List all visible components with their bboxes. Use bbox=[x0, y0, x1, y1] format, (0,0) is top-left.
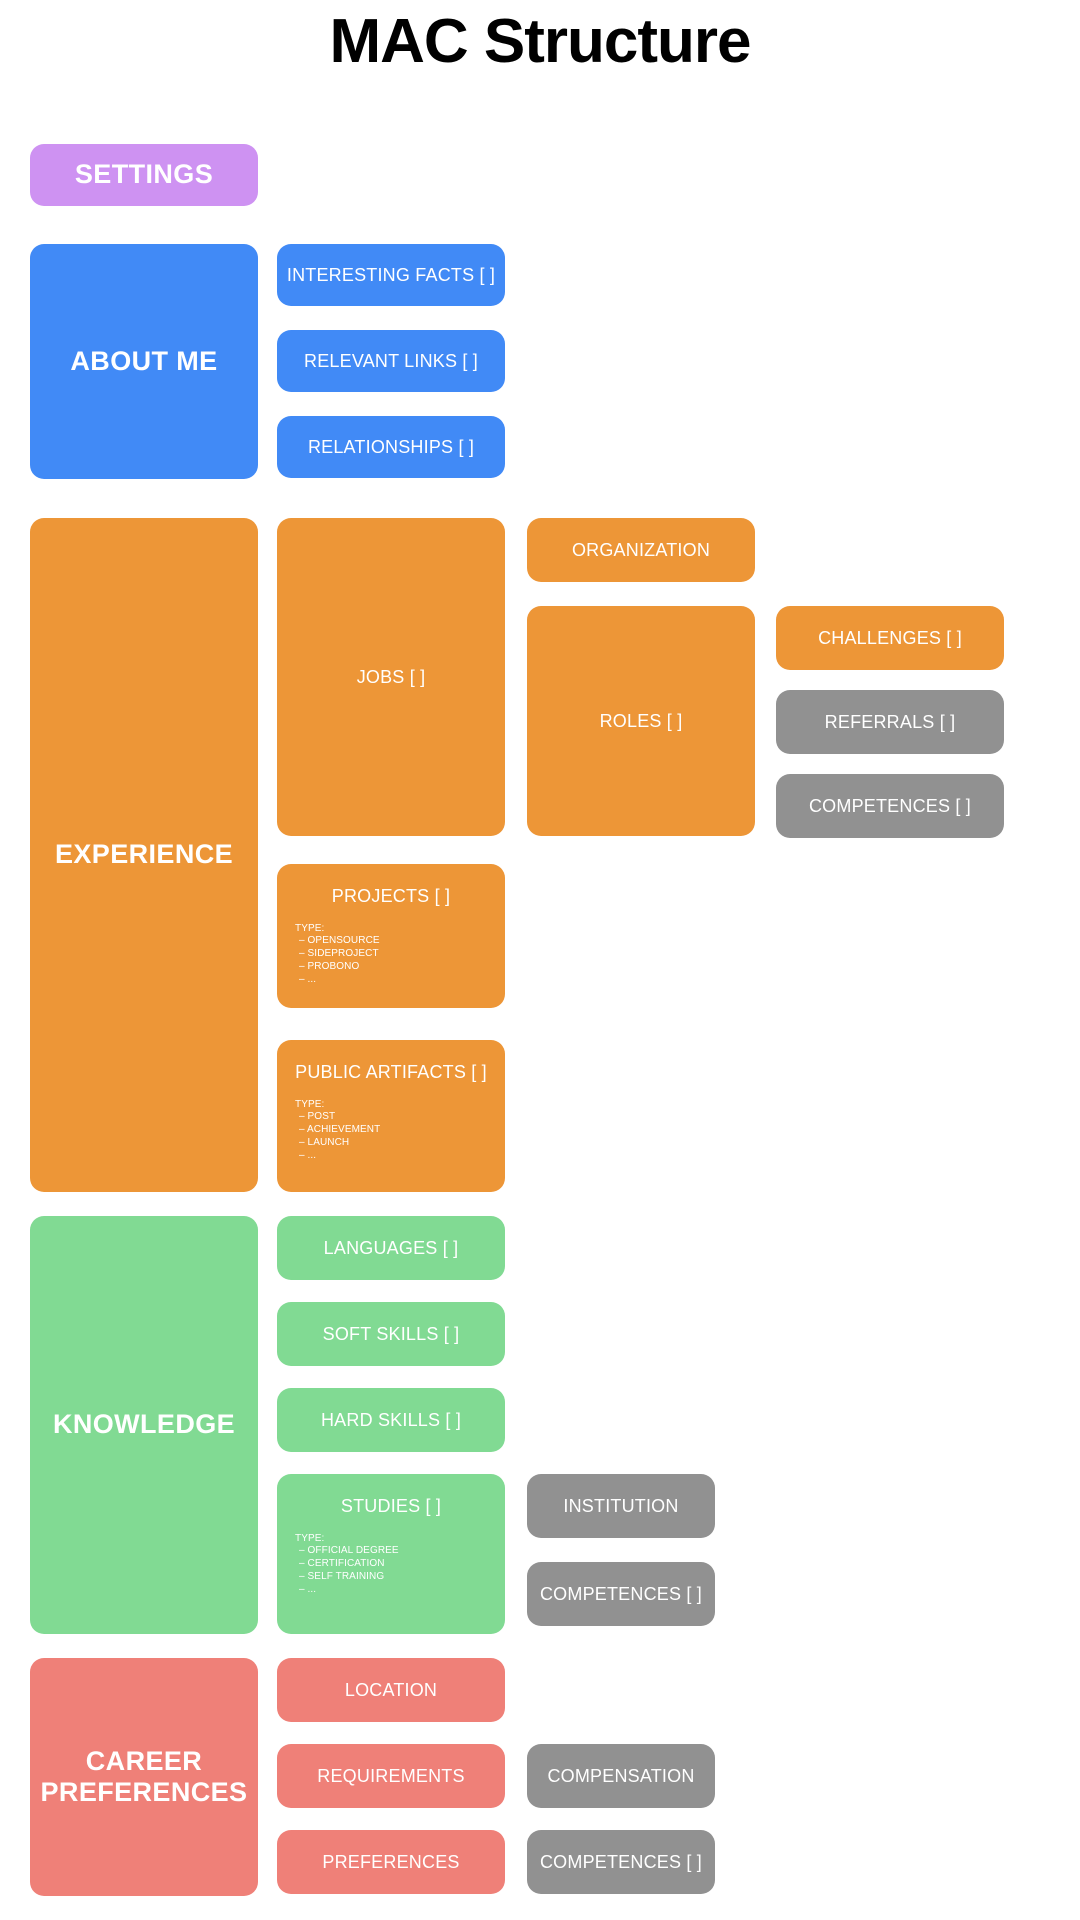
node-knowledge-competences[interactable]: COMPETENCES [ ] bbox=[527, 1562, 715, 1626]
node-studies[interactable]: STUDIES [ ] TYPE: – OFFICIAL DEGREE – CE… bbox=[277, 1474, 505, 1634]
node-location-label: LOCATION bbox=[344, 1679, 438, 1700]
node-experience-competences-label: COMPETENCES [ ] bbox=[808, 795, 972, 816]
node-knowledge-competences-label: COMPETENCES [ ] bbox=[539, 1583, 703, 1604]
type-item: – SELF TRAINING bbox=[299, 1571, 385, 1583]
node-career-competences[interactable]: COMPETENCES [ ] bbox=[527, 1830, 715, 1894]
type-item: – ACHIEVEMENT bbox=[299, 1124, 381, 1136]
node-institution-label: INSTITUTION bbox=[563, 1495, 679, 1516]
type-item: – SIDEPROJECT bbox=[299, 948, 379, 960]
node-interesting-facts[interactable]: INTERESTING FACTS [ ] bbox=[277, 244, 505, 306]
node-experience-label: EXPERIENCE bbox=[54, 839, 234, 870]
node-public-artifacts[interactable]: PUBLIC ARTIFACTS [ ] TYPE: – POST – ACHI… bbox=[277, 1040, 505, 1192]
node-experience[interactable]: EXPERIENCE bbox=[30, 518, 258, 1192]
node-compensation[interactable]: COMPENSATION bbox=[527, 1744, 715, 1808]
node-settings-label: SETTINGS bbox=[74, 159, 214, 190]
node-roles[interactable]: ROLES [ ] bbox=[527, 606, 755, 836]
node-experience-competences[interactable]: COMPETENCES [ ] bbox=[776, 774, 1004, 838]
node-requirements[interactable]: REQUIREMENTS bbox=[277, 1744, 505, 1808]
node-jobs[interactable]: JOBS [ ] bbox=[277, 518, 505, 836]
node-compensation-label: COMPENSATION bbox=[547, 1765, 695, 1786]
node-referrals-label: REFERRALS [ ] bbox=[824, 711, 956, 732]
node-preferences-label: PREFERENCES bbox=[322, 1851, 460, 1872]
node-career-preferences[interactable]: CAREER PREFERENCES bbox=[30, 1658, 258, 1896]
node-preferences[interactable]: PREFERENCES bbox=[277, 1830, 505, 1894]
node-public-artifacts-type-list: TYPE: – POST – ACHIEVEMENT – LAUNCH – ..… bbox=[277, 1099, 505, 1163]
node-knowledge[interactable]: KNOWLEDGE bbox=[30, 1216, 258, 1634]
node-settings[interactable]: SETTINGS bbox=[30, 144, 258, 206]
node-knowledge-label: KNOWLEDGE bbox=[52, 1409, 236, 1440]
node-studies-label: STUDIES [ ] bbox=[340, 1496, 442, 1516]
page-title: MAC Structure bbox=[329, 7, 751, 76]
type-item: – POST bbox=[299, 1111, 336, 1123]
type-item: – ... bbox=[299, 973, 317, 985]
node-studies-type-list: TYPE: – OFFICIAL DEGREE – CERTIFICATION … bbox=[277, 1533, 505, 1597]
node-location[interactable]: LOCATION bbox=[277, 1658, 505, 1722]
node-challenges-label: CHALLENGES [ ] bbox=[818, 627, 962, 648]
node-jobs-label: JOBS [ ] bbox=[356, 666, 426, 687]
type-item: – LAUNCH bbox=[299, 1137, 350, 1149]
type-item: – OFFICIAL DEGREE bbox=[299, 1545, 399, 1557]
node-career-competences-label: COMPETENCES [ ] bbox=[539, 1851, 703, 1872]
type-heading: TYPE: bbox=[295, 1532, 325, 1544]
node-languages[interactable]: LANGUAGES [ ] bbox=[277, 1216, 505, 1280]
node-about-me[interactable]: ABOUT ME bbox=[30, 244, 258, 479]
node-soft-skills-label: SOFT SKILLS [ ] bbox=[322, 1323, 460, 1344]
node-hard-skills-label: HARD SKILLS [ ] bbox=[320, 1409, 462, 1430]
node-referrals[interactable]: REFERRALS [ ] bbox=[776, 690, 1004, 754]
node-institution[interactable]: INSTITUTION bbox=[527, 1474, 715, 1538]
node-projects-label: PROJECTS [ ] bbox=[331, 886, 451, 906]
node-about-me-label: ABOUT ME bbox=[70, 345, 218, 376]
node-soft-skills[interactable]: SOFT SKILLS [ ] bbox=[277, 1302, 505, 1366]
type-item: – ... bbox=[299, 1149, 317, 1161]
node-interesting-facts-label: INTERESTING FACTS [ ] bbox=[286, 264, 496, 285]
type-heading: TYPE: bbox=[295, 1098, 325, 1110]
node-organization[interactable]: ORGANIZATION bbox=[527, 518, 755, 582]
node-relevant-links[interactable]: RELEVANT LINKS [ ] bbox=[277, 330, 505, 392]
node-relationships-label: RELATIONSHIPS [ ] bbox=[307, 436, 475, 457]
type-item: – OPENSOURCE bbox=[299, 935, 380, 947]
node-requirements-label: REQUIREMENTS bbox=[317, 1765, 465, 1786]
node-relevant-links-label: RELEVANT LINKS [ ] bbox=[304, 350, 478, 371]
type-item: – PROBONO bbox=[299, 961, 360, 973]
node-hard-skills[interactable]: HARD SKILLS [ ] bbox=[277, 1388, 505, 1452]
type-heading: TYPE: bbox=[295, 922, 325, 934]
node-career-preferences-label: CAREER PREFERENCES bbox=[40, 1745, 248, 1807]
type-item: – CERTIFICATION bbox=[299, 1558, 385, 1570]
node-challenges[interactable]: CHALLENGES [ ] bbox=[776, 606, 1004, 670]
node-public-artifacts-label: PUBLIC ARTIFACTS [ ] bbox=[295, 1062, 487, 1082]
node-organization-label: ORGANIZATION bbox=[571, 539, 711, 560]
node-languages-label: LANGUAGES [ ] bbox=[323, 1237, 459, 1258]
node-projects-type-list: TYPE: – OPENSOURCE – SIDEPROJECT – PROBO… bbox=[277, 923, 505, 987]
node-roles-label: ROLES [ ] bbox=[599, 710, 683, 731]
node-relationships[interactable]: RELATIONSHIPS [ ] bbox=[277, 416, 505, 478]
node-projects[interactable]: PROJECTS [ ] TYPE: – OPENSOURCE – SIDEPR… bbox=[277, 864, 505, 1008]
type-item: – ... bbox=[299, 1583, 317, 1595]
